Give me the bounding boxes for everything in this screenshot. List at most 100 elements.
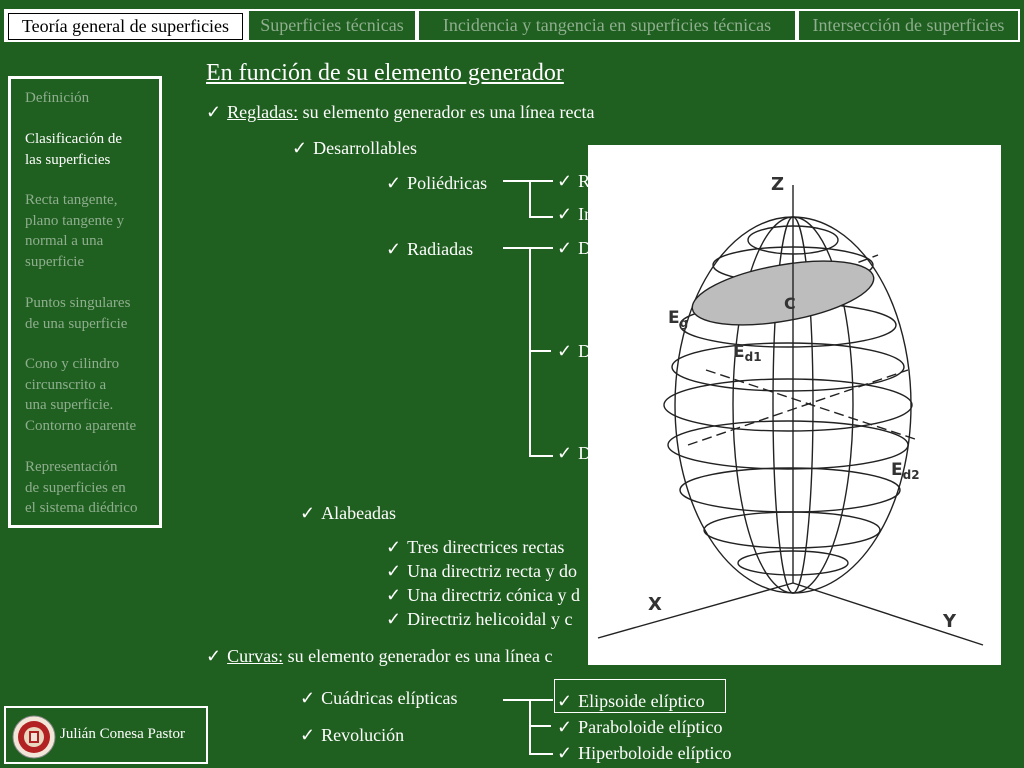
item-rad-sub2: ✓D [557,340,591,362]
tab-incidencia-tangencia[interactable]: Incidencia y tangencia en superficies té… [417,9,797,42]
generator-ellipse [691,260,875,326]
check-icon: ✓ [557,341,573,361]
check-icon: ✓ [300,688,316,708]
tab-label: Incidencia y tangencia en superficies té… [442,15,772,35]
sidebar-item-label: el sistema diédrico [25,500,138,516]
parallel-curve [679,467,901,513]
c-label: C [784,294,796,313]
check-icon: ✓ [557,171,573,191]
sidebar-item-representacion[interactable]: Representación de superficies en el sist… [25,457,161,519]
check-icon: ✓ [206,102,222,122]
sidebar-item-label: Definición [25,90,90,106]
sidebar-item-cono-cilindro[interactable]: Cono y cilindro circunscrito a una super… [25,354,161,436]
bracket-line [503,247,529,249]
tab-bar: Teoría general de superficies Superficie… [4,9,1020,42]
radiadas-label: Radiadas [407,239,474,259]
item-hiperboloide: ✓Hiperboloide elíptico [557,742,732,764]
desarrollables-label: Desarrollables [313,138,418,158]
dashed-axis [705,369,919,441]
bracket-line [531,350,551,352]
item-label: R [578,171,591,191]
item-label: Tres directrices rectas [407,537,565,557]
curvas-label: Curvas: [227,646,284,666]
check-icon: ✓ [557,204,573,224]
check-icon: ✓ [557,743,573,763]
check-icon: ✓ [557,691,573,711]
item-regladas: ✓Regladas: su elemento generador es una … [206,101,594,123]
tab-superficies-tecnicas[interactable]: Superficies técnicas [247,9,417,42]
item-alabeadas: ✓Alabeadas [300,502,396,524]
sidebar-item-label: Puntos singulares [25,295,131,311]
ellipsoid-diagram: Z X Y C Eg Ed1 Ed2 [597,174,984,646]
item-label: D [578,341,592,361]
regladas-text: su elemento generador es una línea recta [298,102,595,122]
parallel-curve [737,550,849,576]
item-rad-sub1: ✓D [557,237,591,259]
list-item: ✓Directriz helicoidal y c [386,608,573,630]
curvas-text: su elemento generador es una línea c [283,646,553,666]
dashed-axis [687,369,909,446]
sidebar-item-puntos-singulares[interactable]: Puntos singulares de una superficie [25,293,161,334]
check-icon: ✓ [557,717,573,737]
item-curvas: ✓Curvas: su elemento generador es una lí… [206,645,552,667]
author-box: Julián Conesa Pastor [4,706,208,764]
tab-teoria-general[interactable]: Teoría general de superficies [4,9,247,42]
sidebar-item-label: Recta tangente, [25,192,118,208]
item-paraboloide: ✓Paraboloide elíptico [557,716,723,738]
sidebar-item-label: una superficie. [25,397,114,413]
sidebar-item-label: las superficies [25,151,111,168]
eg-label: Eg [668,308,688,330]
sidebar-item-label: Representación [25,459,118,475]
bracket-radiadas [529,247,553,457]
list-item: ✓Una directriz cónica y d [386,584,580,606]
parallel-curve [703,511,881,549]
item-elipsoide[interactable]: ✓Elipsoide elíptico [557,690,705,712]
regladas-label: Regladas: [227,102,299,122]
sidebar-item-label: circunscrito a [25,376,107,393]
item-label: D [578,443,592,463]
item-poli-sub1: ✓R [557,170,590,192]
sidebar-item-label: plano tangente y [25,212,125,229]
check-icon: ✓ [300,725,316,745]
bracket-cuadricas [529,699,553,755]
check-icon: ✓ [386,585,402,605]
x-axis [597,582,794,639]
bracket-line [503,180,529,182]
check-icon: ✓ [206,646,222,666]
item-label: D [578,238,592,258]
item-label: Revolución [321,725,405,745]
university-seal-icon [12,715,56,759]
tab-label: Intersección de superficies [812,15,1005,35]
parallel-curve [747,225,839,255]
item-label: Directriz helicoidal y c [407,609,573,629]
item-label: Una directriz cónica y d [407,585,581,605]
parallel-curve [663,378,913,432]
item-label: Hiperboloide elíptico [578,743,732,763]
x-label: X [648,594,662,615]
y-label: Y [942,611,957,632]
sidebar-item-label: normal a una [25,233,104,249]
bracket-poliedricas [529,180,553,218]
check-icon: ✓ [300,503,316,523]
item-label: Paraboloide elíptico [578,717,723,737]
tab-interseccion[interactable]: Intersección de superficies [797,9,1020,42]
item-desarrollables: ✓Desarrollables [292,137,417,159]
item-label: Elipsoide elíptico [578,691,705,711]
item-label: Cuádricas elípticas [321,688,458,708]
sidebar-item-label: de una superficie [25,315,128,332]
ellipsoid-figure: Z X Y C Eg Ed1 Ed2 [588,145,1001,665]
item-label: Una directriz recta y do [407,561,578,581]
item-poliedricas: ✓Poliédricas [386,172,487,194]
check-icon: ✓ [386,609,402,629]
sidebar-item-clasificacion[interactable]: Clasificación de las superficies [25,129,161,170]
item-label: Ir [578,204,591,224]
bracket-line [531,725,551,727]
sidebar-item-label: de superficies en [25,479,126,496]
list-item: ✓Tres directrices rectas [386,536,564,558]
tab-label: Teoría general de superficies [8,13,243,40]
item-radiadas: ✓Radiadas [386,238,473,260]
sidebar-item-recta-tangente[interactable]: Recta tangente, plano tangente y normal … [25,190,161,272]
sidebar-item-definicion[interactable]: Definición [25,88,161,109]
check-icon: ✓ [386,561,402,581]
parallel-curve [667,420,909,470]
